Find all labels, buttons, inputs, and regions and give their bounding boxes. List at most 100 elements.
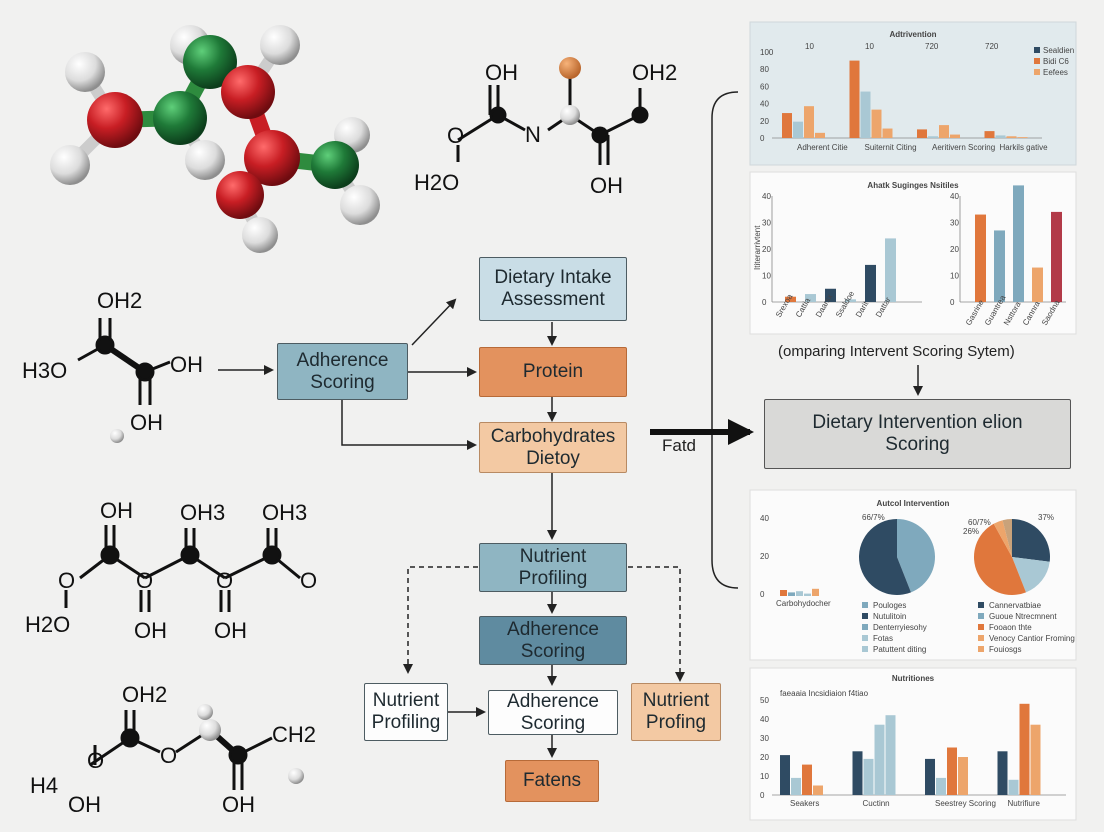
chart1-bar <box>995 135 1006 138</box>
chart3-legend-right-label: Fooaon thte <box>989 623 1032 632</box>
m2-o-2: O <box>216 568 233 593</box>
chart1-xtick: Suiternit Citing <box>865 143 917 152</box>
chart4-xtick: Cuctinn <box>863 799 890 808</box>
chart3-pie1-slice <box>858 519 911 596</box>
chart3-bar <box>780 590 787 596</box>
chart1-ytick: 100 <box>760 48 774 57</box>
node-nutrient-profiling-right[interactable]: Nutrient Profing <box>631 683 721 741</box>
chart3-pie2-slice <box>1002 519 1012 557</box>
chart3-legend-left-label: Pouloges <box>873 601 906 610</box>
chart1-bar <box>849 60 860 138</box>
m2-h2o: H2O <box>25 612 70 637</box>
chart2-ytick-right: 20 <box>950 245 959 254</box>
chart2-left-bar <box>825 288 836 302</box>
chart3-ytick: 0 <box>760 590 765 599</box>
chart3-pie2-slice <box>1012 557 1050 593</box>
node-adherence-left[interactable]: Adherence Scoring <box>277 343 408 400</box>
chart3-pie2-slice <box>1012 519 1050 562</box>
chart1-bar <box>950 134 960 138</box>
m1-oh-bottom: OH <box>130 410 163 435</box>
chart4-xtick: Seestrey Scoring <box>935 799 996 808</box>
m3-o-left: O <box>87 748 104 773</box>
chart2-right-bar <box>975 214 986 302</box>
node-dietary-intervention[interactable]: Dietary Intervention elion Scoring <box>764 399 1071 469</box>
chart2-ytick-right: 0 <box>950 298 955 307</box>
chart3-pie2-label: 60/7% <box>968 518 991 527</box>
chart1-bar <box>804 106 814 138</box>
chart4-xtick: Seakers <box>790 799 819 808</box>
chart3-pie2-label: 37% <box>1038 513 1054 522</box>
m2-oh3-b: OH3 <box>262 500 307 525</box>
molecule-left-1 <box>77 318 171 443</box>
chart3-legend-left-swatch <box>862 635 868 641</box>
chart2-right-bar <box>1051 211 1062 302</box>
flow-connectors <box>218 91 923 758</box>
chart2-right-bar <box>994 230 1005 302</box>
m2-o-1: O <box>136 568 153 593</box>
ball-stick-molecule <box>50 25 380 253</box>
chart2-ytick-right: 30 <box>950 219 959 228</box>
chart4-bar <box>885 715 896 795</box>
chart4-ytick: 10 <box>760 772 769 781</box>
chart2-ytick-left: 0 <box>762 298 767 307</box>
chart3-bar-label: Carbohydocher <box>776 599 831 608</box>
chart1-legend-label: Bidi C6 <box>1043 57 1069 66</box>
chart4-bar <box>791 777 801 795</box>
chart3-pie1-slice <box>897 519 935 593</box>
node-adherence-center[interactable]: Adherence Scoring <box>479 616 627 665</box>
chart1-bar <box>939 125 949 138</box>
node-adherence-bottom[interactable]: Adherence Scoring <box>488 690 618 735</box>
chart4-bar <box>936 777 946 795</box>
chart1-panel <box>749 21 1077 166</box>
chart3-legend-right-label: Venocy Cantior Froming <box>989 634 1075 643</box>
m2-oh-b1: OH <box>134 618 167 643</box>
chart2-right-bar <box>1032 267 1043 302</box>
chart1-legend-swatch <box>1034 47 1040 53</box>
chart1-bar <box>1006 136 1017 138</box>
chart3-pie1-label: 66/7% <box>862 513 885 522</box>
m1-h3o: H3O <box>22 358 67 383</box>
chart2-title: Ahatk Suginges Nsitiles <box>867 181 959 190</box>
chart1-bar <box>793 121 803 138</box>
molecule-top-center <box>456 57 649 165</box>
node-fatens[interactable]: Fatens <box>505 760 599 802</box>
m1-oh2: OH2 <box>97 288 142 313</box>
chart1-legend-swatch <box>1034 58 1040 64</box>
chart3-legend-left-swatch <box>862 624 868 630</box>
chart2-ytick-right: 40 <box>950 192 959 201</box>
chart1-top-label: 720 <box>985 42 999 51</box>
chart1-bar <box>882 128 893 138</box>
chart1-top-label: 10 <box>805 42 814 51</box>
chart2-left-bar <box>845 299 856 302</box>
node-dietary-intake[interactable]: Dietary Intake Assessment <box>479 257 627 321</box>
chart1-ytick: 40 <box>760 100 769 109</box>
chart1-ytick: 0 <box>760 134 765 143</box>
chart4-bar <box>997 751 1008 795</box>
chart3-title: Autcol Intervention <box>877 499 950 508</box>
node-protein[interactable]: Protein <box>479 347 627 397</box>
m4-h2o: H2O <box>414 170 459 195</box>
node-nutrient-profiling-center[interactable]: Nutrient Profiling <box>479 543 627 592</box>
chart4-title: Nutritiones <box>892 674 935 683</box>
m4-oh2-top: OH2 <box>632 60 677 85</box>
chart3-ytick: 20 <box>760 552 769 561</box>
chart3-bar <box>796 591 803 596</box>
chart4-ytick: 0 <box>760 791 765 800</box>
chart3-legend-right-label: Fouiosgs <box>989 645 1021 654</box>
chart1-bar <box>815 132 825 138</box>
chart2-ytick-left: 10 <box>762 272 771 281</box>
chart3-ytick: 40 <box>760 514 769 523</box>
chart4-ytick: 30 <box>760 734 769 743</box>
m4-oh-top: OH <box>485 60 518 85</box>
chart3-legend-right-swatch <box>978 646 984 652</box>
molecule-chain <box>64 525 301 612</box>
m1-oh-right: OH <box>170 352 203 377</box>
chart1-ytick: 20 <box>760 117 769 126</box>
node-carbohydrates[interactable]: Carbohydrates Dietoy <box>479 422 627 473</box>
node-nutrient-profiling-left[interactable]: Nutrient Profiling <box>364 683 448 741</box>
chart3-legend-right-label: Guoue Ntrecmnent <box>989 612 1057 621</box>
chart3-bar <box>788 592 795 596</box>
